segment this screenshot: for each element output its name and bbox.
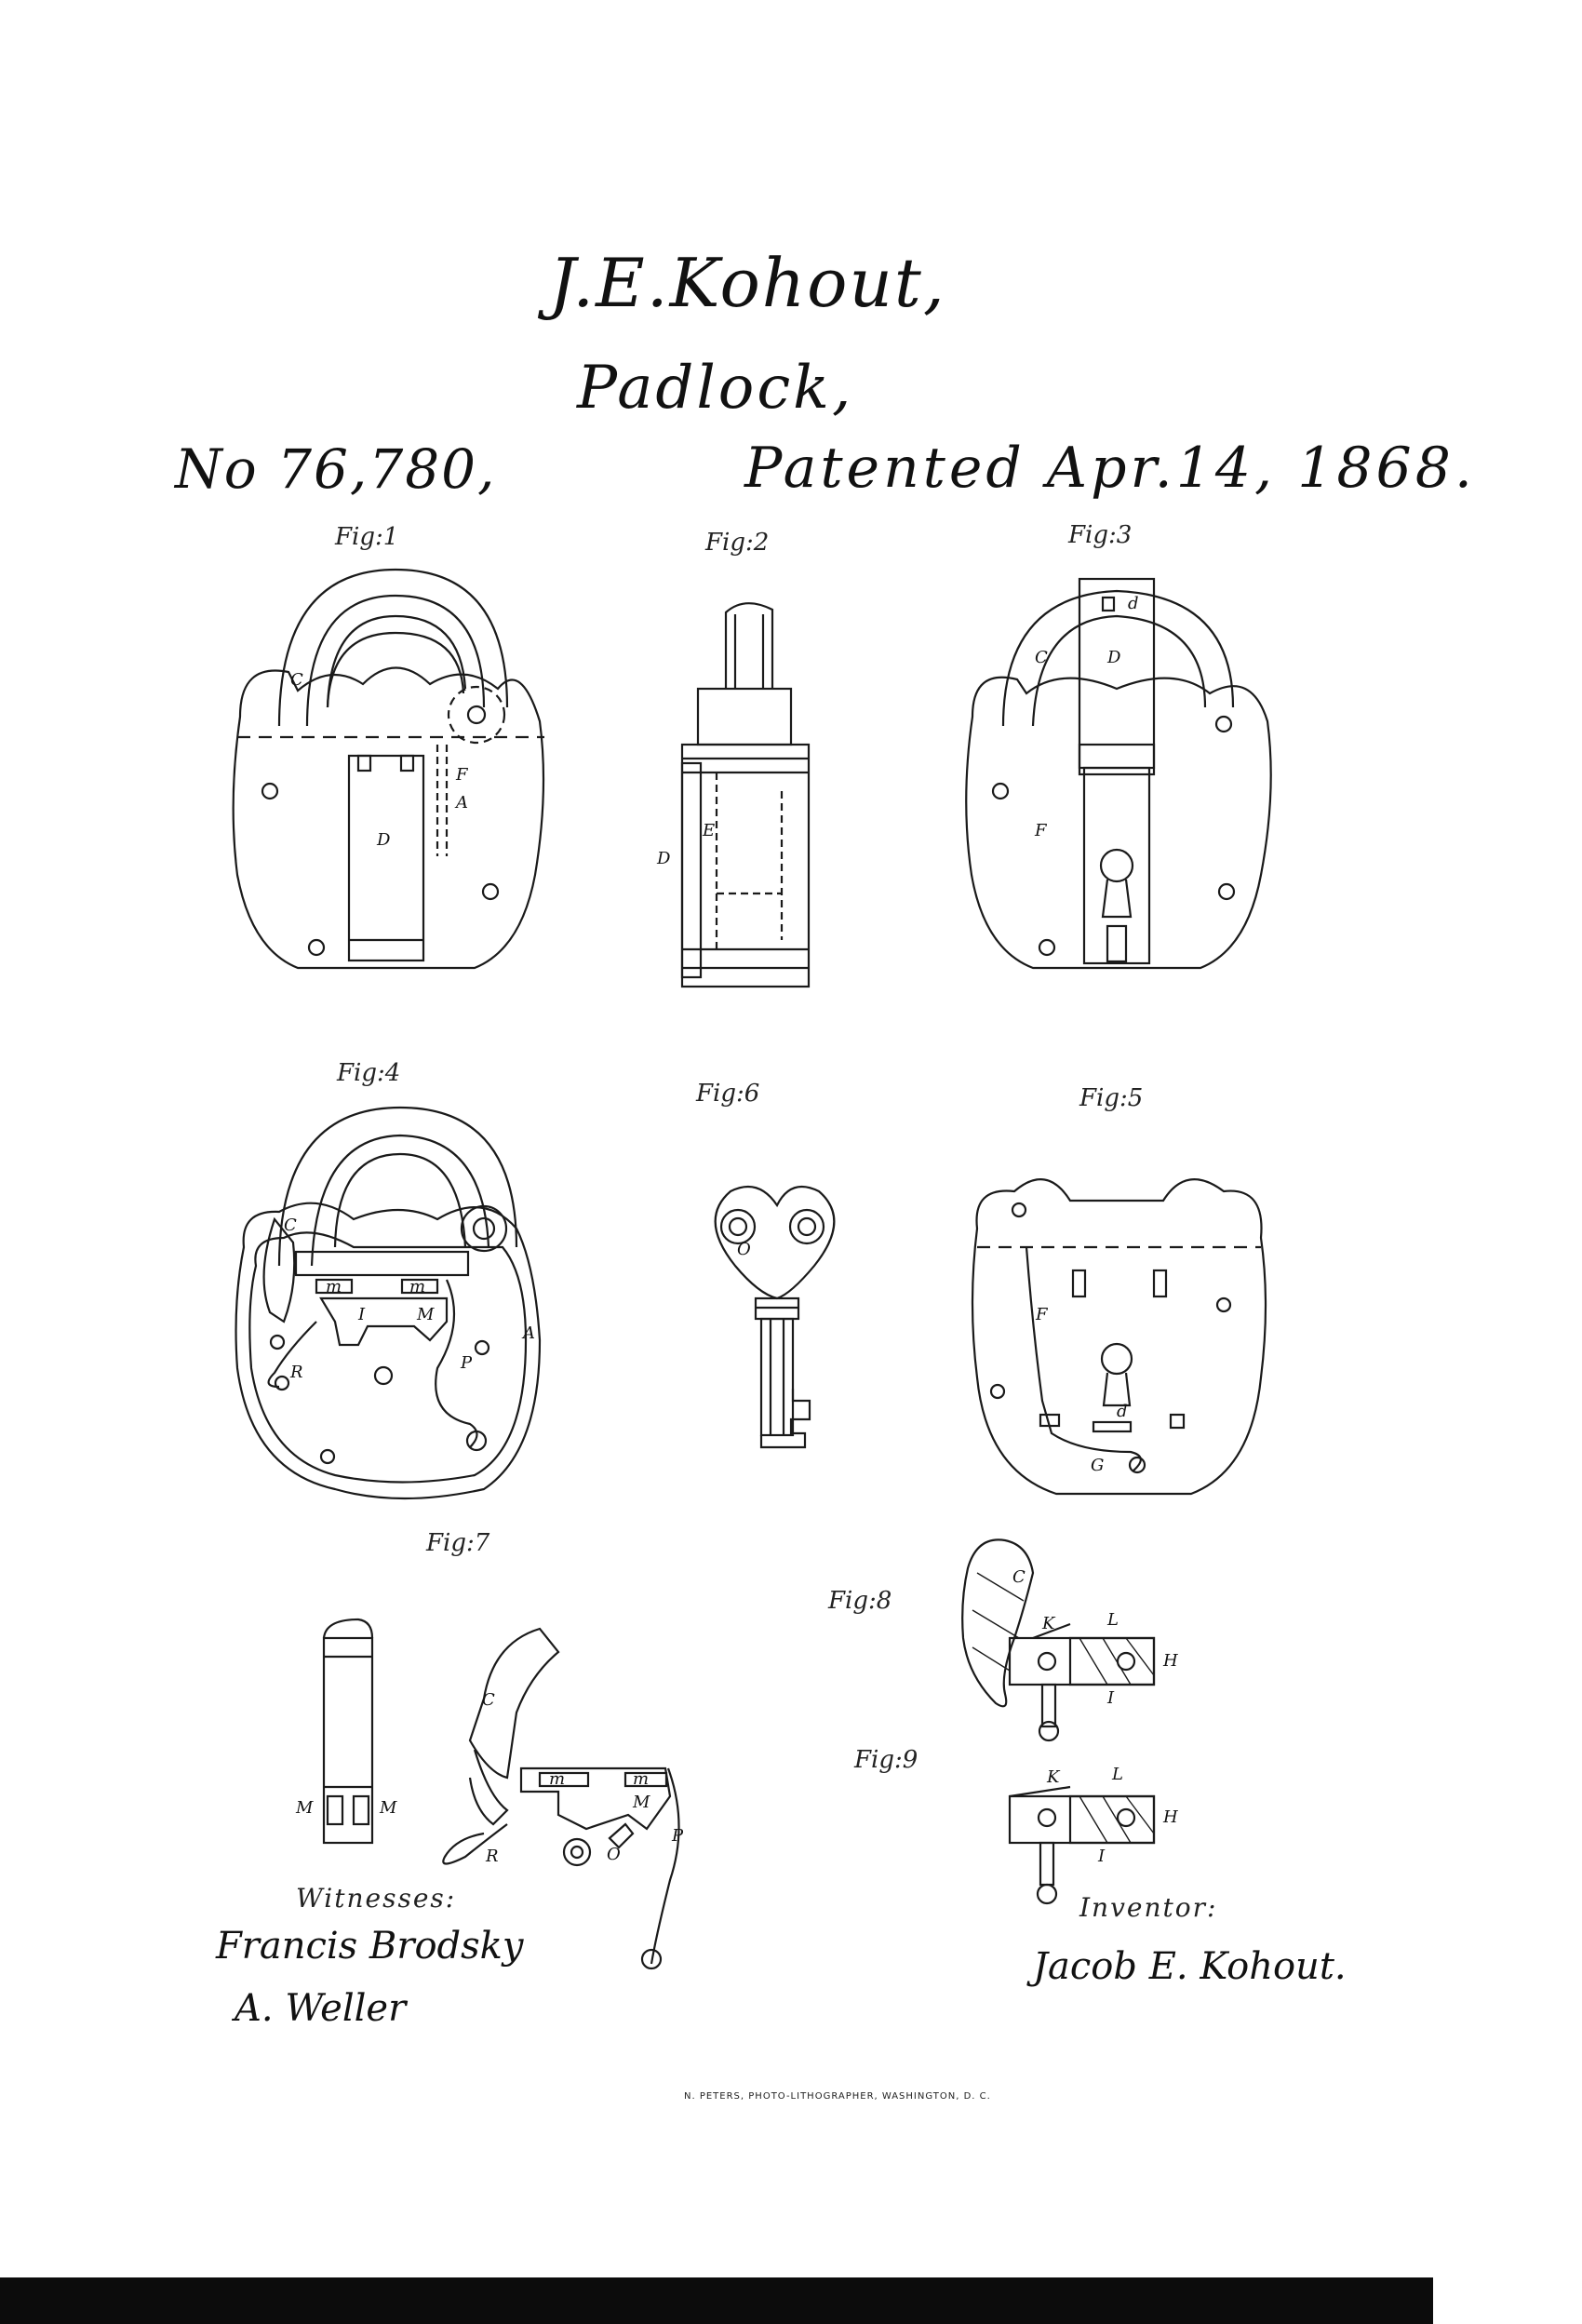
- inventor-title: J.E.Kohout,: [549, 244, 946, 322]
- fig7-letter-p: P: [671, 1826, 684, 1846]
- fig5-letter-d: d: [1117, 1402, 1128, 1421]
- figure-8-lever-detail: [961, 1538, 1156, 1742]
- fig-3-label: Fig:3: [1068, 521, 1133, 549]
- figure-1-padlock-front: [232, 568, 545, 970]
- fig-2-label: Fig:2: [705, 529, 770, 557]
- patent-date: Patented Apr.14, 1868.: [744, 436, 1476, 501]
- figure-5-padlock-back: [971, 1178, 1267, 1496]
- fig4-letter-p: P: [460, 1353, 473, 1373]
- inventor-label: Inventor:: [1079, 1892, 1218, 1923]
- patent-number: No 76,780,: [175, 437, 497, 501]
- fig4-letter-r: R: [289, 1363, 303, 1382]
- fig1-letter-d: D: [376, 830, 391, 850]
- fig7-letter-m-large: M: [632, 1793, 650, 1812]
- fig7-letter-m-1: m: [549, 1769, 565, 1789]
- fig2-letter-e: E: [702, 821, 715, 840]
- witnesses-label: Witnesses:: [296, 1883, 457, 1914]
- item-title: Padlock,: [577, 354, 854, 423]
- fig5-letter-g: G: [1091, 1456, 1104, 1475]
- fig4-letter-i: I: [357, 1305, 366, 1324]
- figure-9-lever-detail: [1008, 1785, 1156, 1905]
- fig8-letter-k: K: [1041, 1614, 1056, 1633]
- fig-9-label: Fig:9: [854, 1746, 918, 1774]
- fig6-letter-o: O: [737, 1240, 751, 1259]
- fig-1-label: Fig:1: [335, 523, 399, 551]
- figure-7-mechanism-parts: [322, 1618, 680, 1970]
- fig-4-label: Fig:4: [337, 1059, 401, 1087]
- fig9-letter-i: I: [1097, 1847, 1106, 1866]
- fig7-letter-c: C: [482, 1690, 495, 1710]
- inventor-signature: Jacob E. Kohout.: [1033, 1945, 1347, 1988]
- figure-3-padlock-opened: [965, 577, 1272, 970]
- figure-6-key: [714, 1185, 836, 1449]
- fig9-letter-h: H: [1162, 1807, 1178, 1827]
- fig4-letter-m-large: M: [416, 1305, 435, 1324]
- fig1-letter-f: F: [455, 765, 469, 785]
- figure-4-padlock-interior: [235, 1106, 542, 1500]
- witness-2-signature: A. Weller: [235, 1987, 407, 2030]
- fig7-letter-o: O: [607, 1845, 621, 1864]
- fig3-letter-f: F: [1034, 821, 1048, 840]
- fig-6-label: Fig:6: [696, 1080, 760, 1108]
- fig5-letter-f: F: [1035, 1305, 1049, 1324]
- fig3-letter-d-small: d: [1128, 594, 1139, 613]
- lithographer-imprint: N. PETERS, PHOTO-LITHOGRAPHER, WASHINGTO…: [684, 2091, 991, 2102]
- fig8-letter-h: H: [1162, 1651, 1178, 1671]
- fig4-letter-c: C: [284, 1216, 297, 1235]
- fig-5-label: Fig:5: [1079, 1084, 1144, 1112]
- fig8-letter-c: C: [1012, 1567, 1026, 1587]
- fig3-letter-d: D: [1106, 648, 1121, 667]
- fig9-letter-k: K: [1046, 1767, 1061, 1787]
- fig2-letter-d: D: [656, 849, 671, 868]
- fig8-letter-l: L: [1106, 1610, 1119, 1630]
- fig1-letter-c: C: [290, 670, 303, 690]
- fig-8-label: Fig:8: [828, 1587, 892, 1615]
- fig4-letter-m-1: m: [326, 1277, 342, 1296]
- fig1-letter-a: A: [454, 793, 468, 813]
- fig7-letter-m-2: m: [633, 1769, 649, 1789]
- fig7-letter-r: R: [485, 1847, 499, 1866]
- fig-7-label: Fig:7: [426, 1529, 490, 1557]
- part-letters: C F A D D E d C D F C m m I M R P A O F …: [284, 594, 1178, 1866]
- witness-1-signature: Francis Brodsky: [216, 1925, 524, 1968]
- scan-edge-bar: [0, 2277, 1433, 2324]
- fig9-letter-l: L: [1111, 1765, 1123, 1784]
- fig7-letter-m-left: M: [295, 1798, 314, 1818]
- fig7-letter-m-right: M: [379, 1798, 397, 1818]
- fig4-letter-a: A: [521, 1323, 535, 1343]
- figure-2-padlock-side: [680, 602, 811, 988]
- fig4-letter-m-2: m: [409, 1277, 425, 1296]
- fig8-letter-i: I: [1106, 1688, 1115, 1708]
- fig3-letter-c: C: [1035, 648, 1048, 667]
